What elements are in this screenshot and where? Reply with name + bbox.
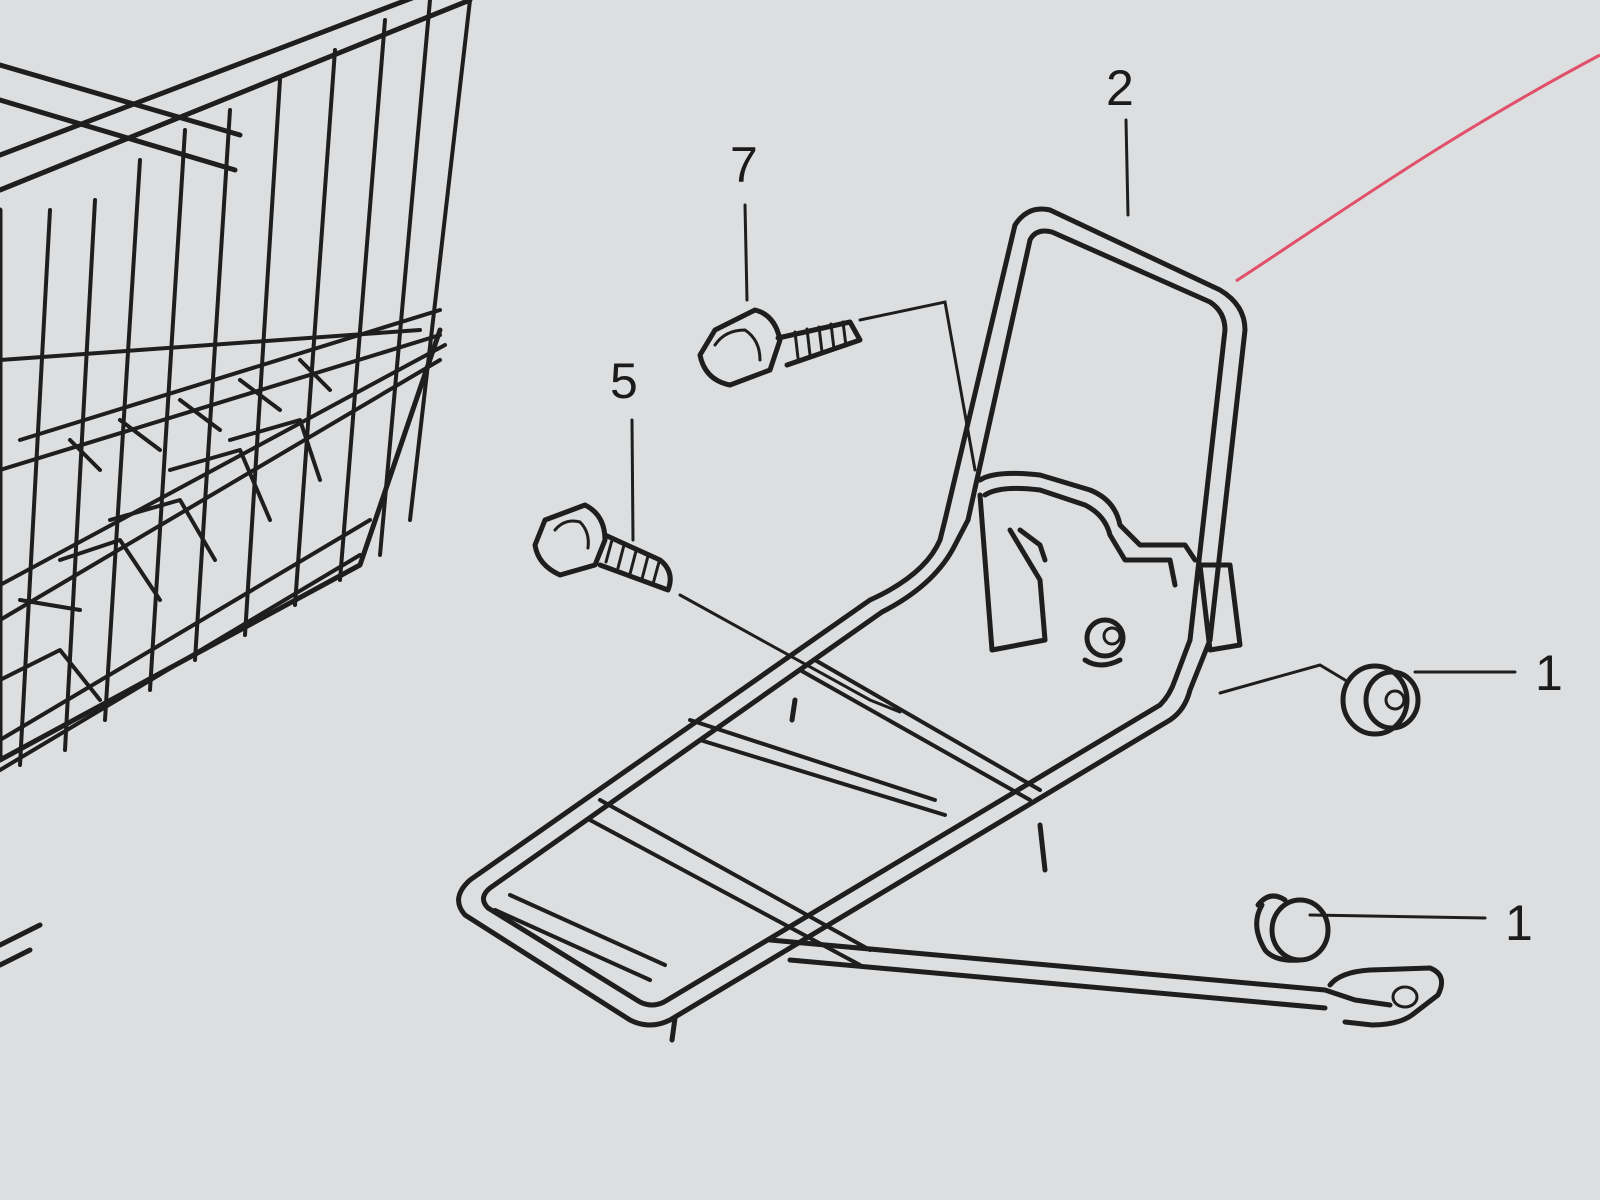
collar-nut-icon — [1254, 893, 1331, 963]
callout-part-1-upper: 1 — [1535, 645, 1563, 701]
callout-part-5: 5 — [610, 353, 638, 409]
bolt-icon — [532, 502, 673, 593]
leader-lines — [630, 118, 1517, 920]
rack-frame-icon — [456, 206, 1445, 1043]
bolt-icon — [697, 307, 863, 388]
wire-basket-icon — [0, 0, 473, 772]
callout-part-7: 7 — [730, 137, 758, 193]
callout-part-2: 2 — [1106, 60, 1134, 116]
stray-part-icon — [0, 922, 43, 968]
callout-part-1-lower: 1 — [1505, 895, 1533, 951]
red-string — [1235, 53, 1600, 283]
collar-nut-icon — [1340, 663, 1421, 737]
